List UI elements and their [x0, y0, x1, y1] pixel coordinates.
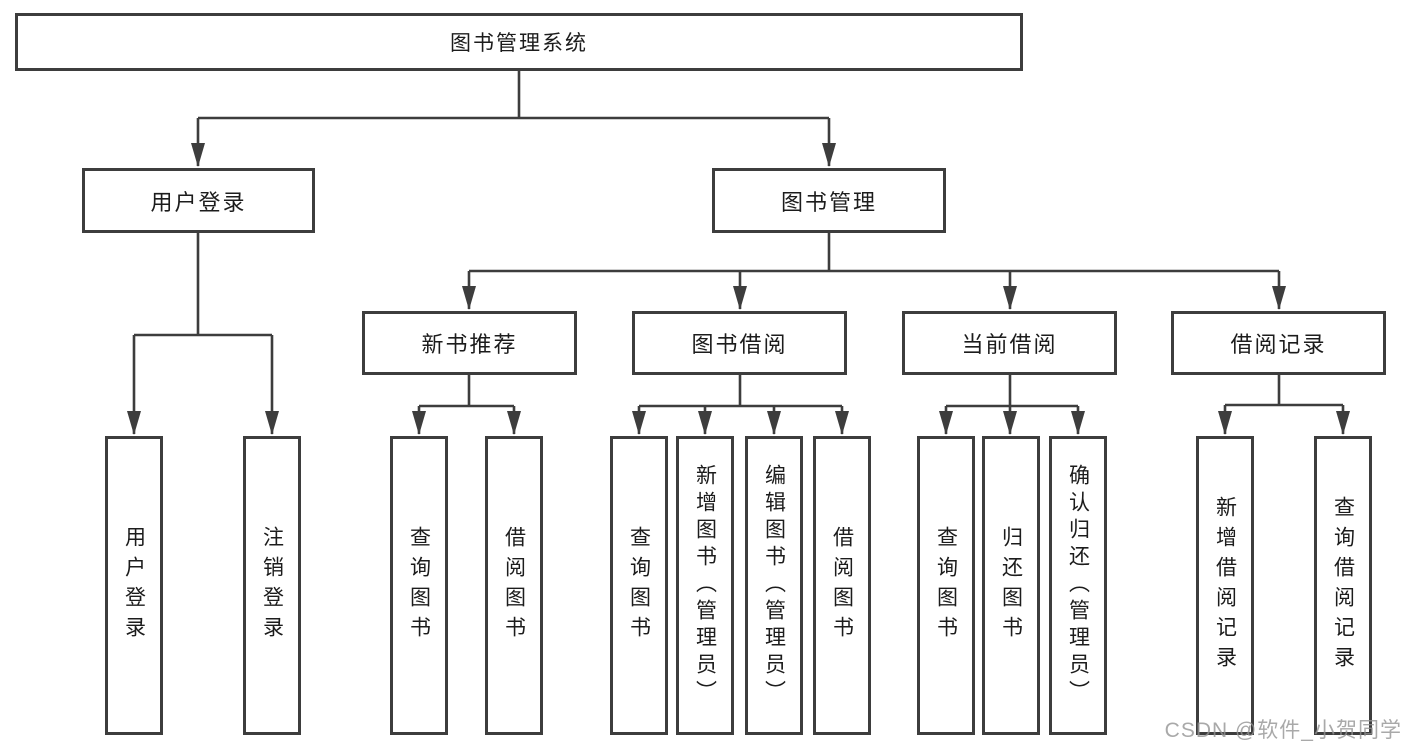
leaf-borrowing-query-books: 查询图书: [610, 436, 668, 735]
leaf-current-return-books: 归还图书: [982, 436, 1040, 735]
leaf-user-login: 用户登录: [105, 436, 163, 735]
leaf-current-query-books: 查询图书: [917, 436, 975, 735]
node-book-management: 图书管理: [712, 168, 946, 233]
leaf-logout: 注销登录: [243, 436, 301, 735]
connector-arrows: [127, 118, 1350, 435]
connector-trunks: [134, 71, 1343, 408]
node-borrowing-records: 借阅记录: [1171, 311, 1386, 375]
node-current-borrowing: 当前借阅: [902, 311, 1117, 375]
node-root-system: 图书管理系统: [15, 13, 1023, 71]
leaf-records-query-record: 查询借阅记录: [1314, 436, 1372, 735]
leaf-recommend-borrow-books: 借阅图书: [485, 436, 543, 735]
leaf-borrowing-borrow-books: 借阅图书: [813, 436, 871, 735]
leaf-current-confirm-return-admin: 确认归还（管理员）: [1049, 436, 1107, 735]
node-new-book-recommend: 新书推荐: [362, 311, 577, 375]
leaf-borrowing-add-books-admin: 新增图书（管理员）: [676, 436, 734, 735]
node-user-login: 用户登录: [82, 168, 315, 233]
csdn-watermark: CSDN @软件_小贺同学: [1164, 719, 1402, 742]
leaf-recommend-query-books: 查询图书: [390, 436, 448, 735]
leaf-borrowing-edit-books-admin: 编辑图书（管理员）: [745, 436, 803, 735]
leaf-records-add-record: 新增借阅记录: [1196, 436, 1254, 735]
node-book-borrowing: 图书借阅: [632, 311, 847, 375]
